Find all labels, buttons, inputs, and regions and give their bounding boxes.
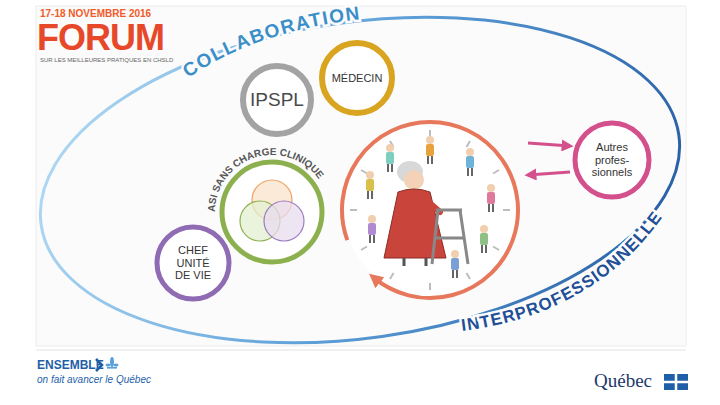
exchange-arrow xyxy=(528,143,570,146)
footer-tagline: on fait avancer le Québec xyxy=(37,375,151,385)
cycle-ring xyxy=(342,122,518,298)
tick xyxy=(467,141,471,147)
staff-figure xyxy=(366,171,374,199)
exchange-arrow xyxy=(528,172,570,175)
role-label: IPSPL xyxy=(242,89,312,111)
role-circle: Autres profes- sionnels xyxy=(572,120,652,200)
curved-banner: INTERPROFESSIONNELLE xyxy=(460,208,666,335)
tick xyxy=(429,130,431,137)
role-label: Autres profes- sionnels xyxy=(585,141,639,179)
staff-figure xyxy=(386,144,394,172)
curved-role-label: ASI SANS CHARGE CLINIQUE xyxy=(206,146,326,212)
role-circle: IPSPL xyxy=(238,61,316,139)
fleur-de-lis-symbol xyxy=(106,357,119,369)
illustration-background xyxy=(344,124,516,296)
staff-figure xyxy=(368,215,376,243)
event-date: 17-18 NOVEMBRE 2016 xyxy=(40,9,151,19)
staff-figure xyxy=(466,148,474,176)
resident-illustration xyxy=(342,122,518,298)
quebec-flag xyxy=(664,374,688,390)
tick xyxy=(467,273,471,279)
flag-cross xyxy=(664,374,688,390)
staff-figure xyxy=(480,225,488,253)
elderly-resident xyxy=(384,161,468,266)
tick xyxy=(350,209,357,211)
staff-figure xyxy=(451,250,459,278)
flag-field xyxy=(664,374,688,390)
clock-ticks xyxy=(350,130,510,290)
role-circle: MÉDECIN xyxy=(317,38,397,118)
footer-rule xyxy=(36,350,686,351)
staff-figure xyxy=(487,184,495,212)
collaboration-ellipse xyxy=(19,0,701,381)
resident-face xyxy=(404,170,424,190)
event-logo: FORUM xyxy=(37,20,164,56)
circle-border xyxy=(157,227,229,299)
tick xyxy=(503,209,510,211)
walker xyxy=(432,210,468,264)
role-label: MÉDECIN xyxy=(321,72,393,85)
role-circle: CHEF UNITÉ DE VIE xyxy=(154,224,232,302)
footer-slogan: ENSEMBLE xyxy=(37,359,104,371)
circle-border xyxy=(575,123,649,197)
tick xyxy=(390,273,394,279)
circle-border xyxy=(322,43,392,113)
tick xyxy=(361,247,367,251)
venn-circle xyxy=(264,201,304,241)
tick xyxy=(361,170,367,174)
staff-figure xyxy=(426,136,434,164)
circle-border xyxy=(243,66,311,134)
event-subtitle: SUR LES MEILLEURES PRATIQUES EN CHSLD xyxy=(40,57,173,63)
slide-panel xyxy=(36,6,686,346)
resident-legs xyxy=(404,258,426,266)
tick xyxy=(493,247,499,251)
tick xyxy=(429,283,431,290)
role-label: CHEF UNITÉ DE VIE xyxy=(168,244,218,282)
circle-border xyxy=(222,162,322,262)
tick xyxy=(493,170,499,174)
government-logo: Québec xyxy=(594,371,652,390)
